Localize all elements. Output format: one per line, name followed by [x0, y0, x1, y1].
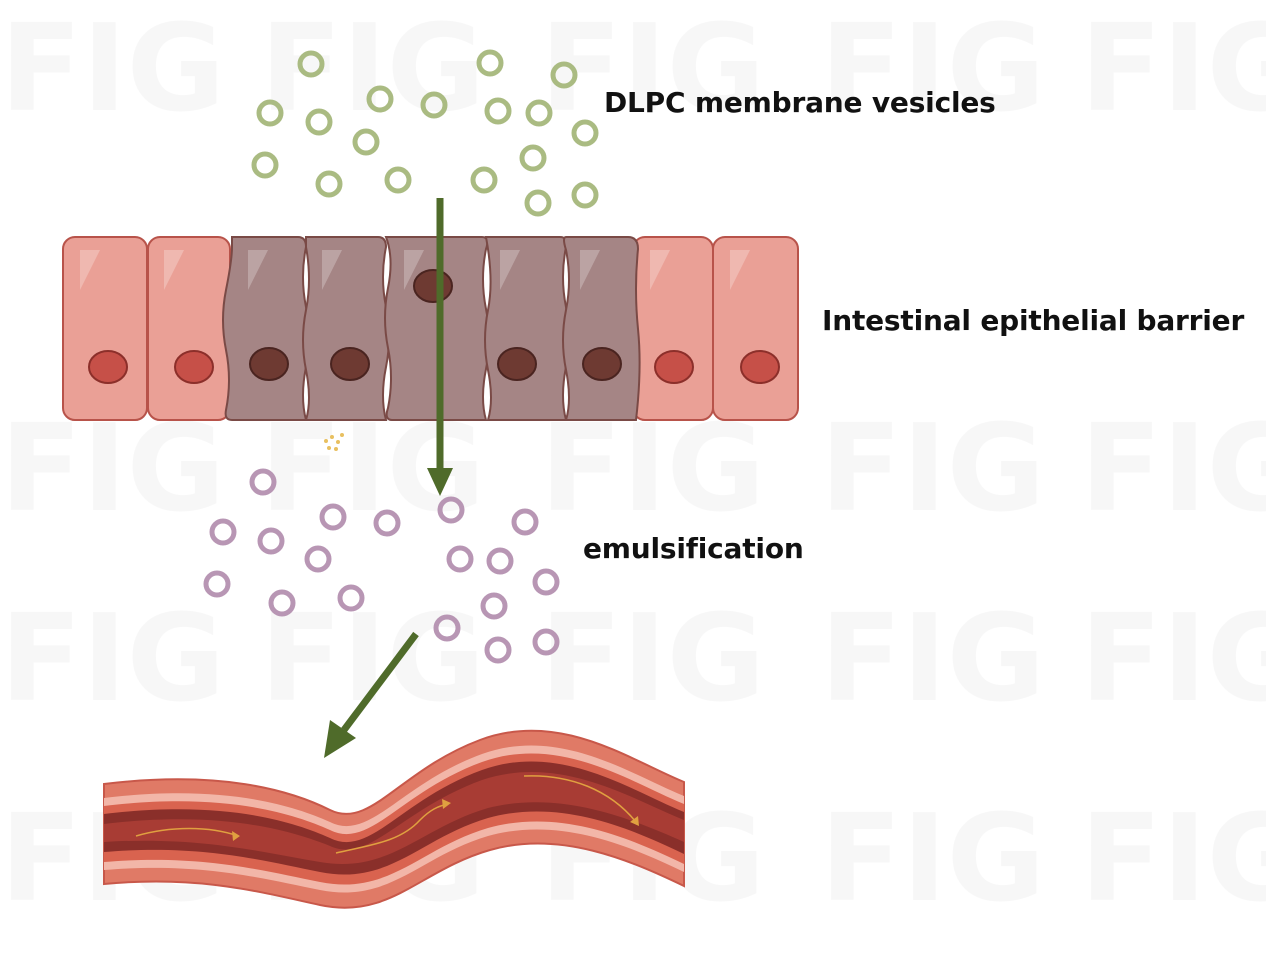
flow-arrow-icon	[442, 799, 451, 809]
nucleus	[582, 347, 622, 381]
purple-vesicle-icon	[486, 547, 514, 575]
green-vesicle-icon	[251, 151, 279, 179]
green-vesicle-icon	[484, 97, 512, 125]
svg-text:FIG: FIG	[1080, 0, 1266, 139]
emulsification-label: emulsification	[583, 532, 804, 565]
barrier-label: Intestinal epithelial barrier	[822, 304, 1245, 337]
damaged-cell	[484, 236, 570, 421]
green-vesicle-icon	[305, 108, 333, 136]
svg-text:FIG: FIG	[0, 0, 225, 139]
epithelial-cell	[62, 236, 148, 421]
purple-vesicle-icon	[319, 503, 347, 531]
epithelial-cell	[632, 236, 714, 421]
green-vesicle-icon	[352, 128, 380, 156]
epithelial-barrier	[62, 236, 799, 421]
damaged-cell	[222, 236, 310, 421]
green-vesicle-icon	[571, 119, 599, 147]
damaged-cell	[302, 236, 390, 421]
nucleus	[88, 350, 128, 384]
emulsified-vesicles	[203, 468, 560, 664]
purple-vesicle-icon	[257, 527, 285, 555]
svg-text:FIG: FIG	[820, 590, 1045, 729]
damaged-cell	[562, 236, 641, 421]
svg-text:FIG: FIG	[1080, 790, 1266, 929]
purple-vesicle-icon	[304, 545, 332, 573]
svg-text:FIG: FIG	[0, 590, 225, 729]
purple-vesicle-icon	[484, 636, 512, 664]
green-vesicle-icon	[470, 166, 498, 194]
purple-vesicle-icon	[249, 468, 277, 496]
svg-text:FIG: FIG	[540, 400, 765, 539]
purple-vesicle-icon	[209, 518, 237, 546]
purple-vesicle-icon	[480, 592, 508, 620]
svg-text:FIG: FIG	[260, 590, 485, 729]
svg-text:FIG: FIG	[820, 0, 1045, 139]
svg-text:FIG: FIG	[1080, 590, 1266, 729]
svg-text:FIG: FIG	[820, 400, 1045, 539]
nucleus	[249, 347, 289, 381]
green-vesicle-icon	[525, 99, 553, 127]
green-vesicle-icon	[366, 85, 394, 113]
nucleus	[330, 347, 370, 381]
purple-vesicle-icon	[203, 570, 231, 598]
flow-arrow-icon	[630, 816, 639, 826]
svg-text:FIG: FIG	[820, 790, 1045, 929]
green-vesicle-icon	[420, 91, 448, 119]
nucleus	[174, 350, 214, 384]
particles	[324, 433, 344, 451]
green-vesicle-icon	[524, 189, 552, 217]
nucleus	[413, 269, 453, 303]
watermark: FIG FIG FIG FIG FIG FIG FIG FIG FIG FIG FIG FIG FI…	[0, 0, 1266, 929]
green-vesicle-icon	[476, 49, 504, 77]
nucleus	[497, 347, 537, 381]
purple-vesicle-icon	[373, 509, 401, 537]
green-vesicle-icon	[519, 144, 547, 172]
purple-vesicle-icon	[268, 589, 296, 617]
svg-text:FIG: FIG	[260, 0, 485, 139]
green-vesicle-icon	[384, 166, 412, 194]
nucleus	[654, 350, 694, 384]
epithelial-cell	[712, 236, 799, 421]
purple-vesicle-icon	[532, 568, 560, 596]
green-vesicle-icon	[571, 181, 599, 209]
blood-vessel-icon	[103, 729, 685, 909]
flow-arrows	[135, 775, 639, 854]
vesicles-label: DLPC membrane vesicles	[604, 86, 996, 119]
transport-arrow	[427, 198, 453, 496]
green-vesicle-icon	[256, 99, 284, 127]
green-vesicle-icon	[550, 61, 578, 89]
flow-arrow-icon	[232, 831, 240, 841]
dlpc-vesicles	[251, 49, 599, 217]
purple-vesicle-icon	[433, 614, 461, 642]
absorption-arrow	[324, 631, 419, 758]
purple-vesicle-icon	[532, 628, 560, 656]
svg-text:FIG: FIG	[540, 590, 765, 729]
green-vesicle-icon	[315, 170, 343, 198]
svg-text:FIG: FIG	[540, 0, 765, 139]
purple-vesicle-icon	[511, 508, 539, 536]
svg-text:FIG: FIG	[0, 400, 225, 539]
purple-vesicle-icon	[446, 545, 474, 573]
purple-vesicle-icon	[337, 584, 365, 612]
epithelial-cell	[147, 236, 231, 421]
purple-vesicle-icon	[437, 496, 465, 524]
svg-text:FIG: FIG	[1080, 400, 1266, 539]
nucleus	[740, 350, 780, 384]
green-vesicle-icon	[297, 50, 325, 78]
